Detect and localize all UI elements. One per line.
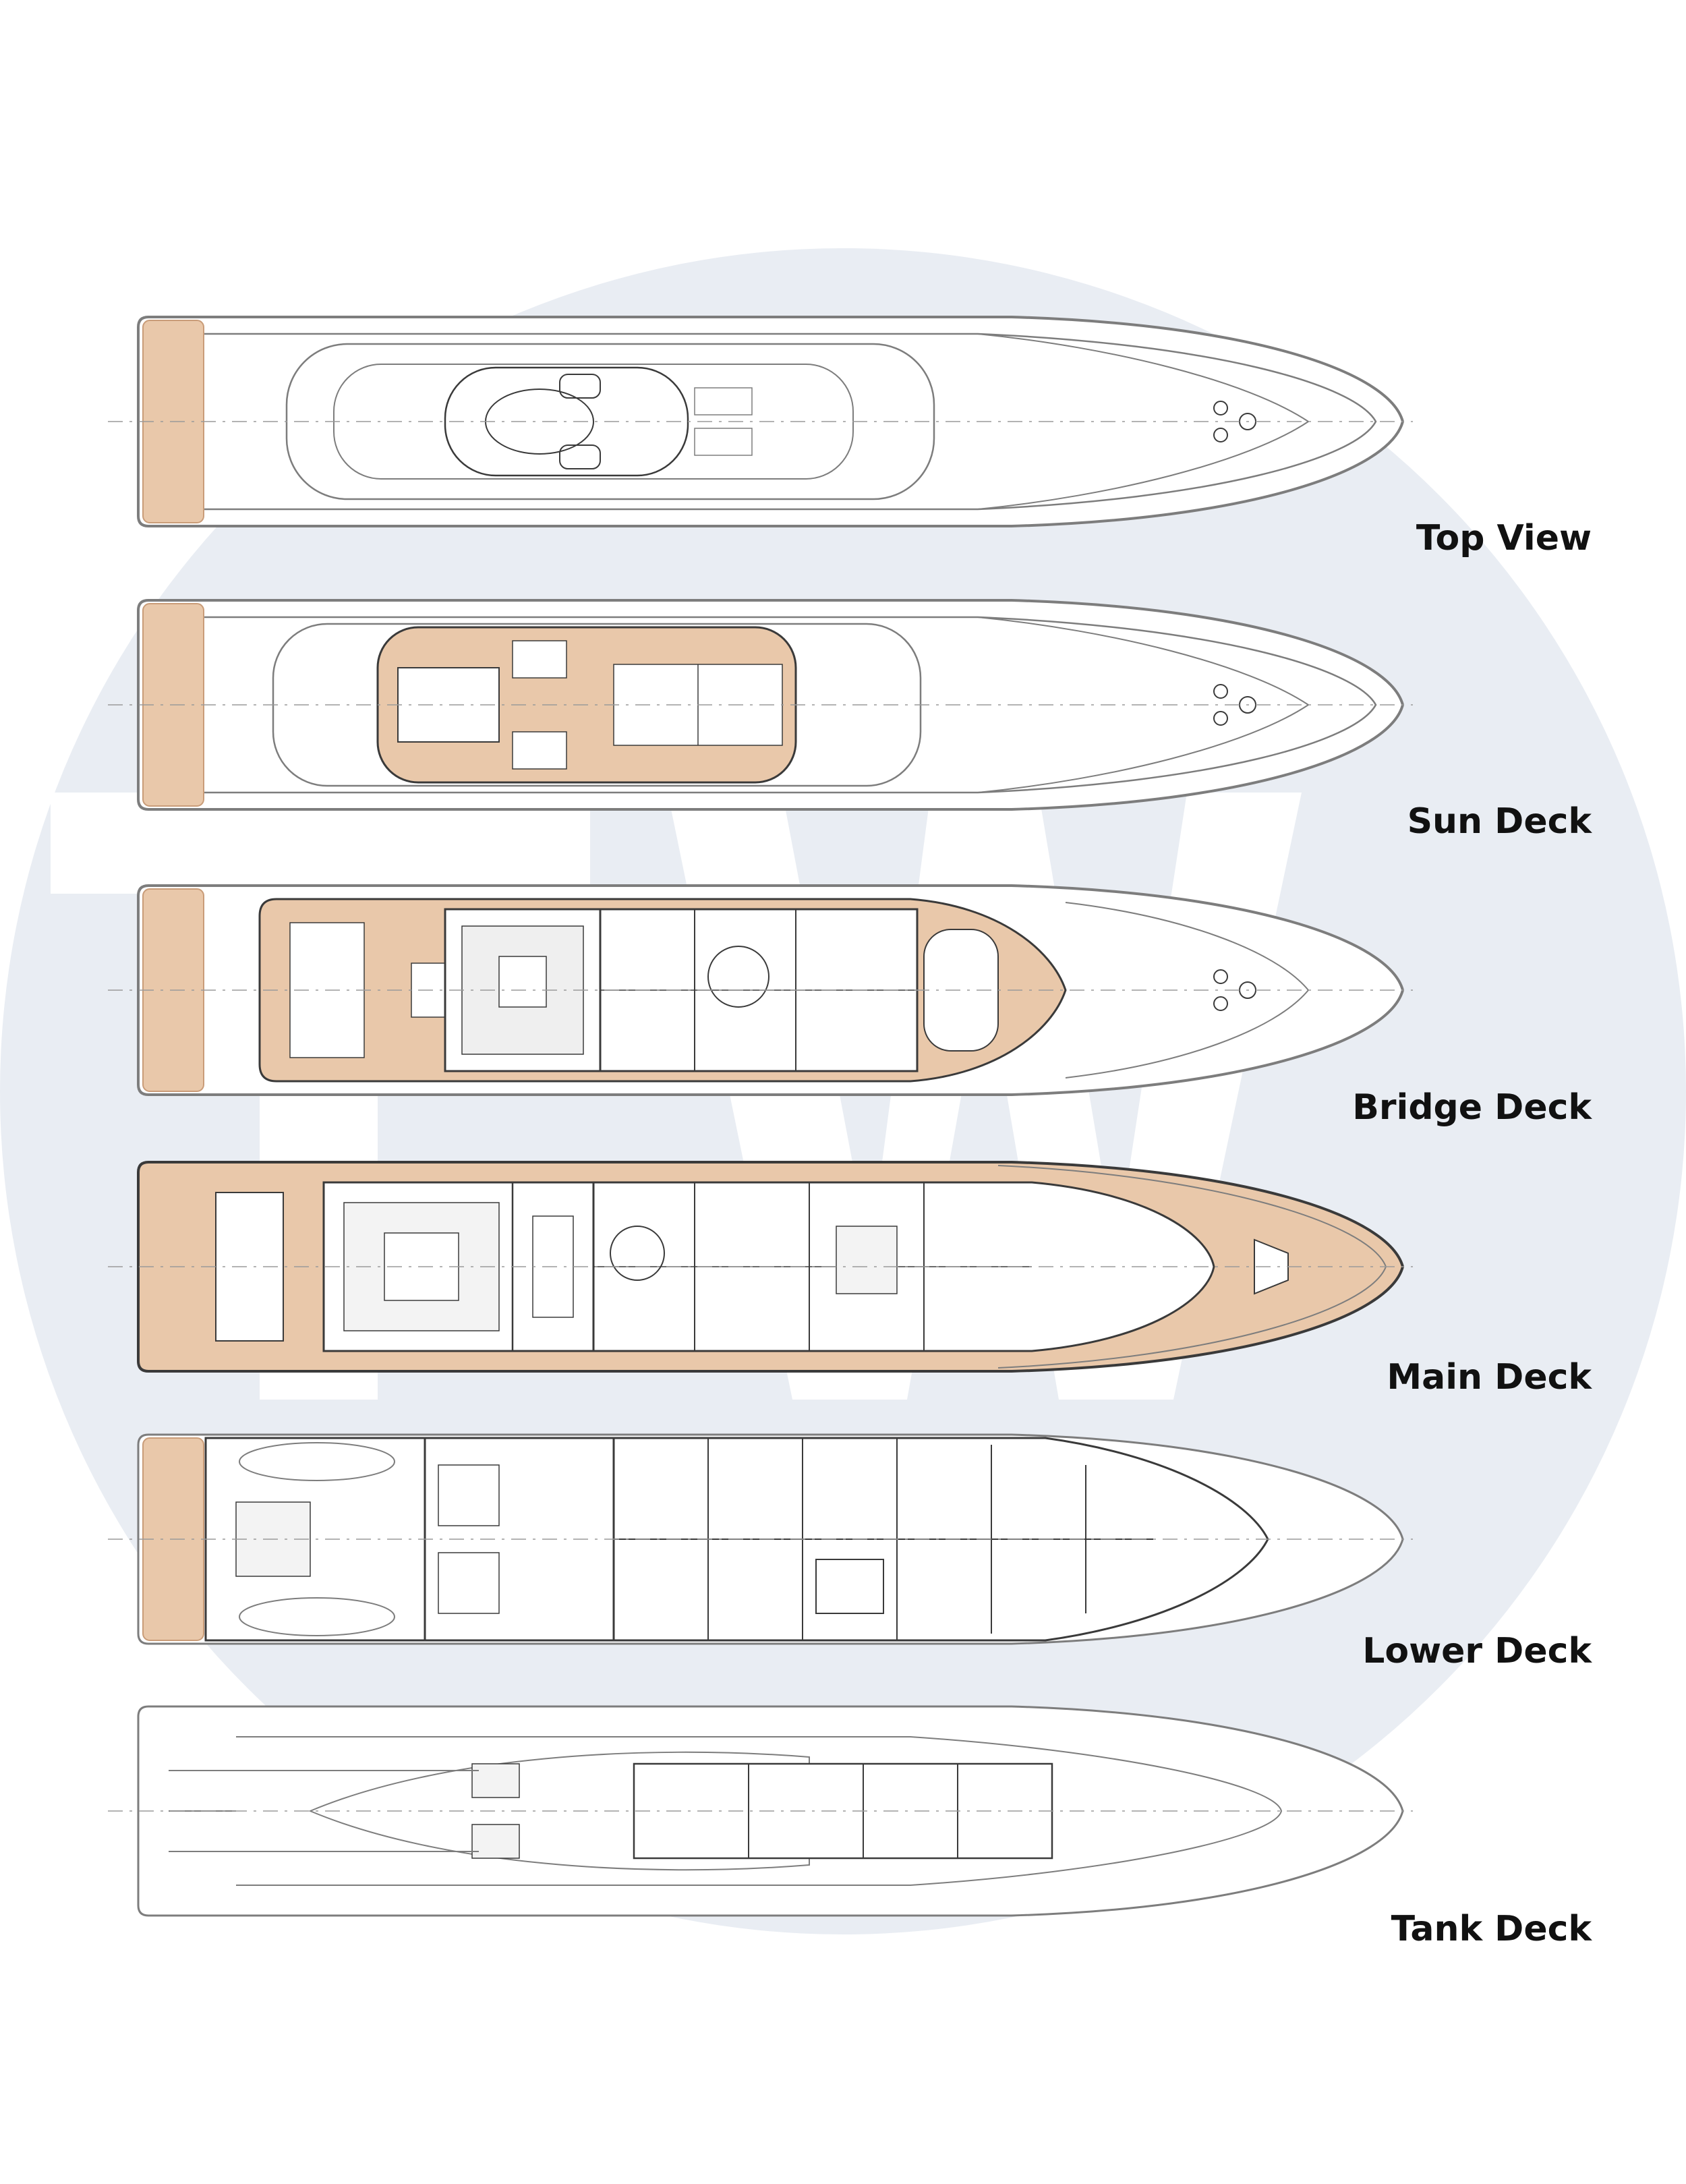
- deck-label-lower-deck: Lower Deck: [1362, 1631, 1592, 1671]
- sun-deck-plan: [101, 590, 1416, 820]
- deck-label-top-view: Top View: [1416, 518, 1592, 558]
- deck-label-main-deck: Main Deck: [1387, 1357, 1592, 1398]
- deck-label-tank-deck: Tank Deck: [1391, 1909, 1592, 1949]
- main-deck-plan: [101, 1152, 1416, 1381]
- lower-deck-plan: [101, 1425, 1416, 1654]
- bridge-deck-plan: [101, 875, 1416, 1105]
- top-view-plan: [101, 307, 1416, 536]
- deck-label-sun-deck: Sun Deck: [1407, 801, 1592, 842]
- deck-label-bridge-deck: Bridge Deck: [1352, 1087, 1592, 1128]
- tank-deck-plan: [101, 1696, 1416, 1926]
